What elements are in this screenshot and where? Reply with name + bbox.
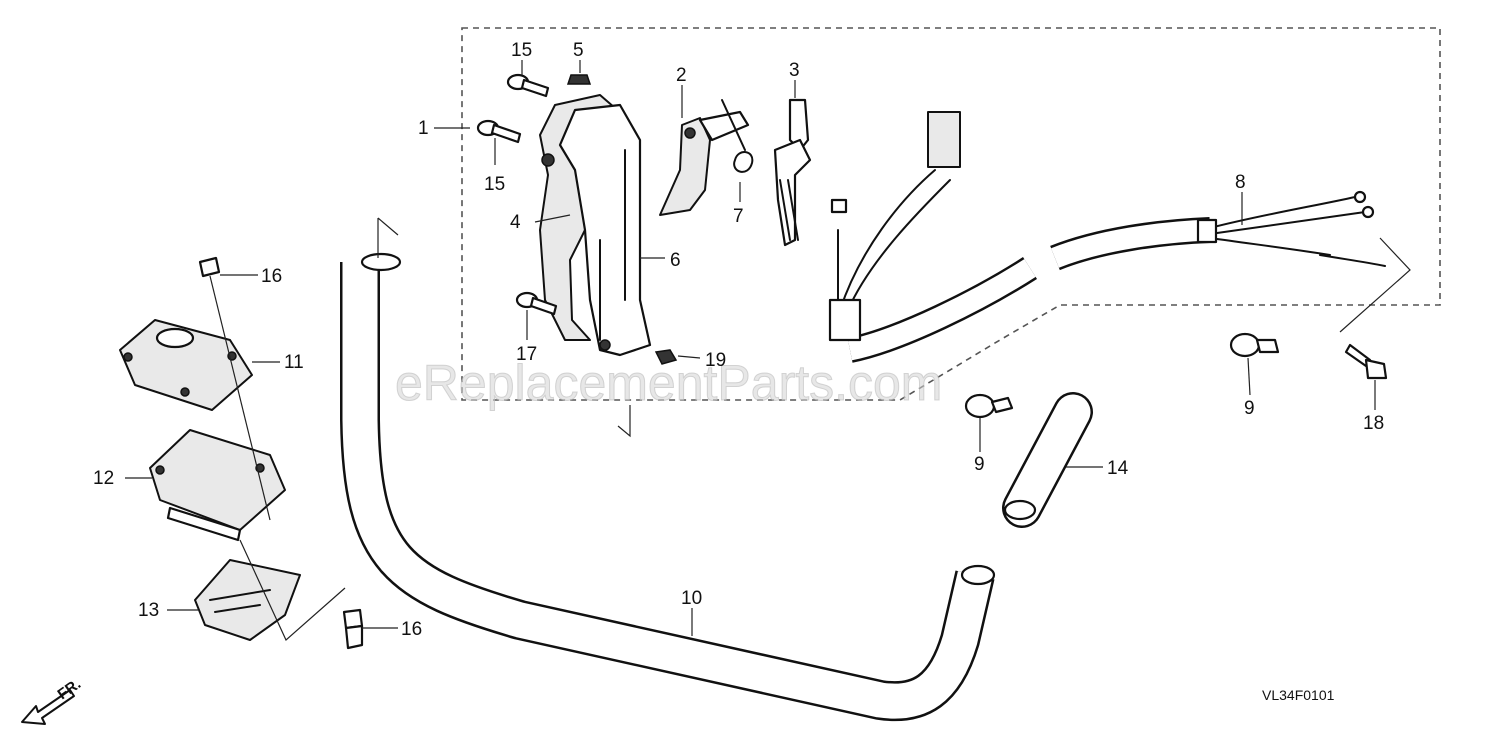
lever-housing bbox=[539, 94, 652, 357]
wire-harness bbox=[828, 111, 1386, 342]
bolt-5 bbox=[566, 74, 592, 85]
assembly-boundary bbox=[461, 27, 1441, 401]
grip bbox=[1002, 392, 1093, 528]
clamp-lower bbox=[194, 559, 301, 641]
callout-9-right: 9 bbox=[1244, 398, 1255, 419]
callouts: 1 15 5 15 2 3 7 4 6 8 17 19 9 9 18 14 10… bbox=[93, 40, 1384, 640]
watermark: eReplacementParts.com bbox=[395, 355, 942, 411]
callout-5: 5 bbox=[573, 40, 584, 61]
clamp-middle bbox=[149, 429, 286, 542]
callout-6: 6 bbox=[670, 250, 681, 271]
bolt-15-lower bbox=[476, 119, 522, 144]
clamp-upper bbox=[119, 319, 253, 411]
callout-1: 1 bbox=[418, 118, 429, 139]
clamp-9-right bbox=[1229, 332, 1280, 358]
leader-lines bbox=[125, 60, 1411, 636]
callout-16-lower: 16 bbox=[401, 619, 422, 640]
bolt-17 bbox=[515, 291, 558, 316]
bolt-16-lower bbox=[239, 539, 364, 650]
cable-tube bbox=[847, 217, 1211, 363]
front-direction-arrow-icon: FR. bbox=[21, 675, 84, 725]
callout-13: 13 bbox=[138, 600, 159, 621]
stop-switch bbox=[773, 98, 812, 247]
callout-18: 18 bbox=[1363, 413, 1384, 434]
callout-7: 7 bbox=[733, 206, 744, 227]
spring bbox=[721, 99, 754, 173]
callout-2: 2 bbox=[676, 65, 687, 86]
diagram-code: VL34F0101 bbox=[1262, 687, 1335, 703]
bolt-15-upper bbox=[506, 73, 550, 98]
callout-15-lower: 15 bbox=[484, 174, 505, 195]
callout-19: 19 bbox=[705, 350, 726, 371]
callout-3: 3 bbox=[789, 60, 800, 81]
callout-17: 17 bbox=[516, 344, 537, 365]
bolt-16-upper bbox=[198, 256, 271, 521]
callout-11: 11 bbox=[284, 352, 304, 373]
callout-12: 12 bbox=[93, 468, 114, 489]
callout-10: 10 bbox=[681, 588, 702, 609]
nut-19 bbox=[654, 349, 678, 365]
handle-pipe bbox=[340, 217, 996, 722]
callout-15-upper: 15 bbox=[511, 40, 532, 61]
callout-8: 8 bbox=[1235, 172, 1246, 193]
bolt-18 bbox=[1344, 343, 1388, 380]
callout-16-upper: 16 bbox=[261, 266, 282, 287]
callout-4: 4 bbox=[510, 212, 521, 233]
callout-9-center: 9 bbox=[974, 454, 985, 475]
clamp-9-center bbox=[964, 393, 1014, 419]
throttle-lever bbox=[659, 110, 750, 216]
callout-14: 14 bbox=[1107, 458, 1129, 479]
